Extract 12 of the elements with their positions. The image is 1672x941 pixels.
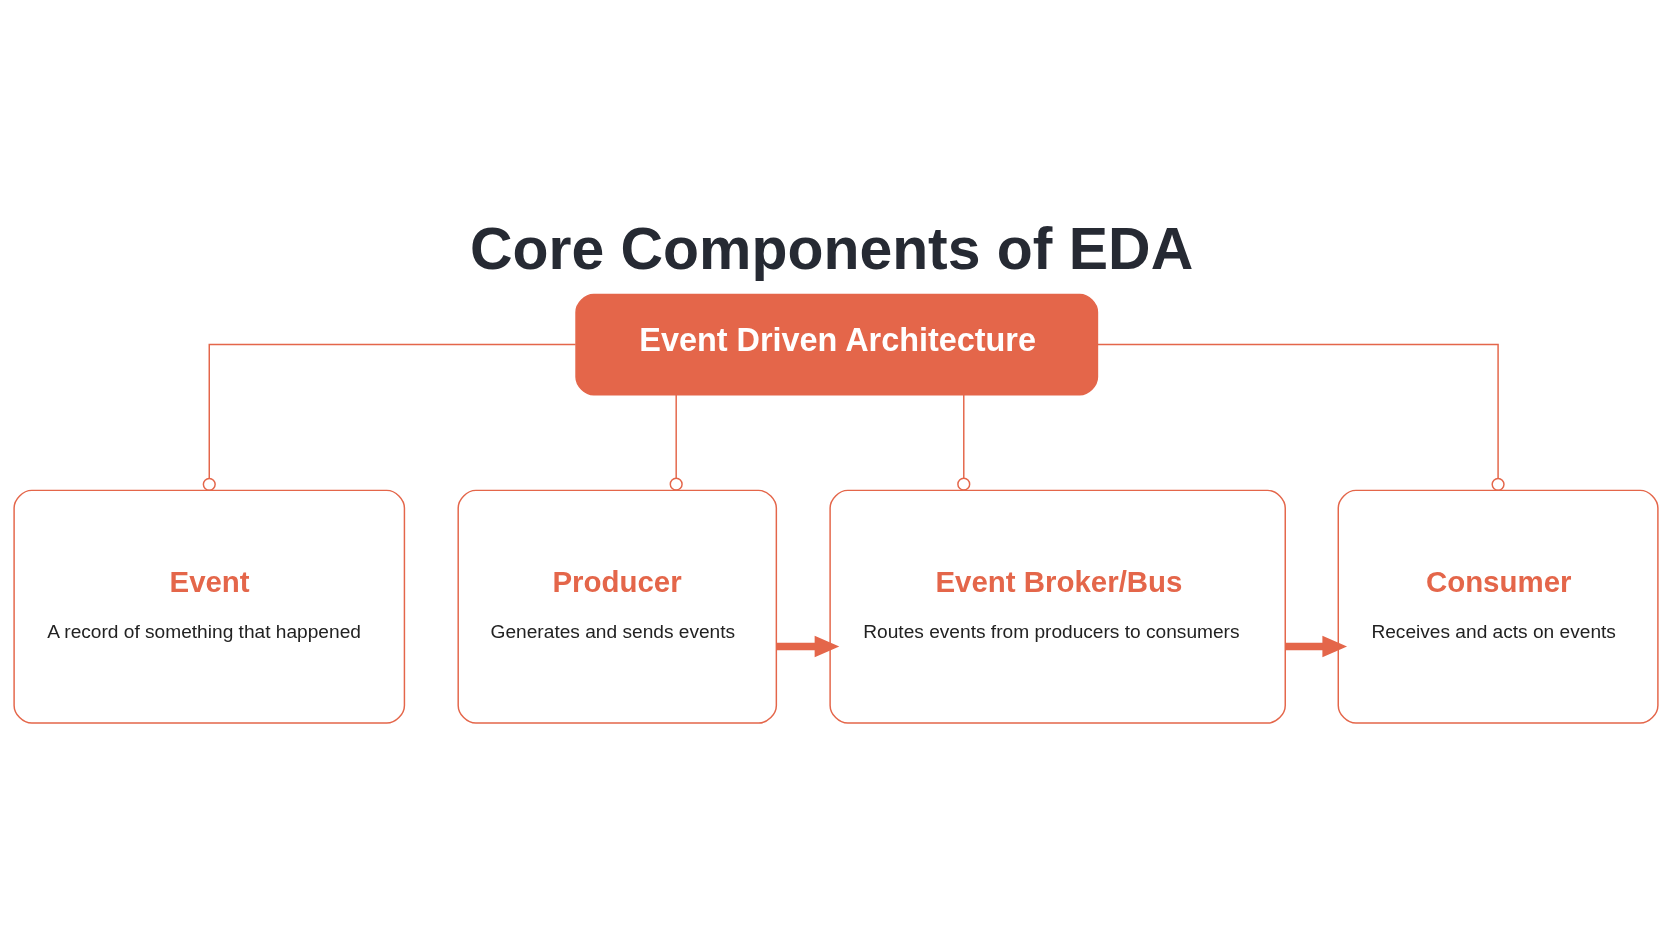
node-box: Producer Generates and sends events [457, 489, 778, 724]
arrow [776, 635, 840, 658]
node-box: Consumer Receives and acts on events [1337, 489, 1659, 724]
connector [202, 343, 577, 491]
connector [957, 394, 971, 491]
arrow [1285, 635, 1348, 658]
node-box: Event Driven Architecture [575, 293, 1099, 396]
connector [669, 394, 683, 491]
diagram-title: Core Components of EDA [469, 216, 1194, 282]
node-box: Event A record of something that happened [13, 489, 406, 724]
node-box: Event Broker/Bus Routes events from producers to consumers [829, 489, 1286, 724]
connector [1096, 343, 1505, 491]
